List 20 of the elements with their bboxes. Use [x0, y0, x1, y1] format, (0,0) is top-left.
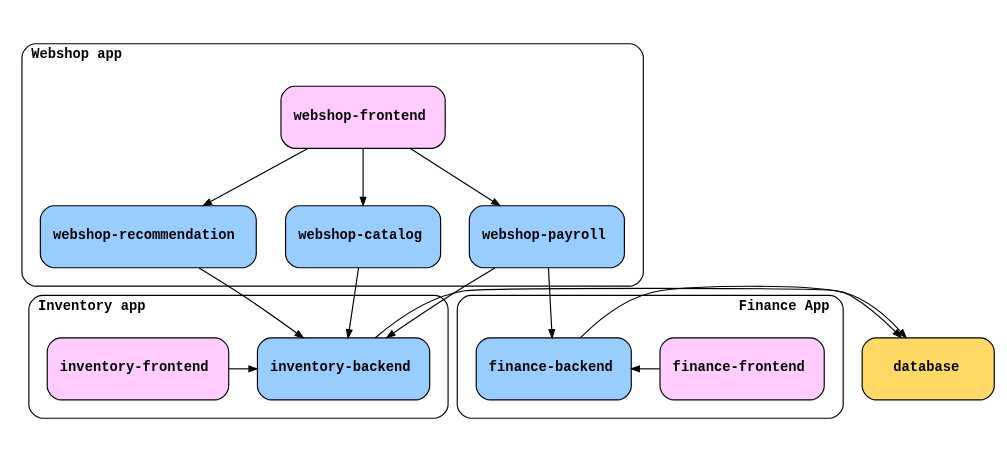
arrow — [580, 285, 903, 339]
node-box: finance-backend — [475, 337, 632, 401]
arrow — [228, 365, 259, 373]
arrow — [629, 365, 661, 373]
node-box: finance-frontend — [659, 337, 825, 401]
node-box: inventory-backend — [256, 337, 431, 401]
node-box: inventory-frontend — [46, 337, 230, 401]
arrow — [409, 147, 502, 207]
node-box: webshop-payroll — [468, 205, 625, 269]
arrow — [385, 267, 496, 339]
arrow — [374, 287, 908, 339]
arrow — [198, 267, 305, 339]
arrow — [359, 147, 367, 208]
arrow — [345, 267, 360, 340]
arrow — [201, 147, 309, 207]
node-box: webshop-catalog — [285, 205, 442, 269]
node-box: webshop-recommendation — [39, 205, 257, 269]
node-box: webshop-frontend — [280, 85, 446, 149]
arrow — [547, 267, 556, 340]
node-box: database — [861, 337, 995, 401]
